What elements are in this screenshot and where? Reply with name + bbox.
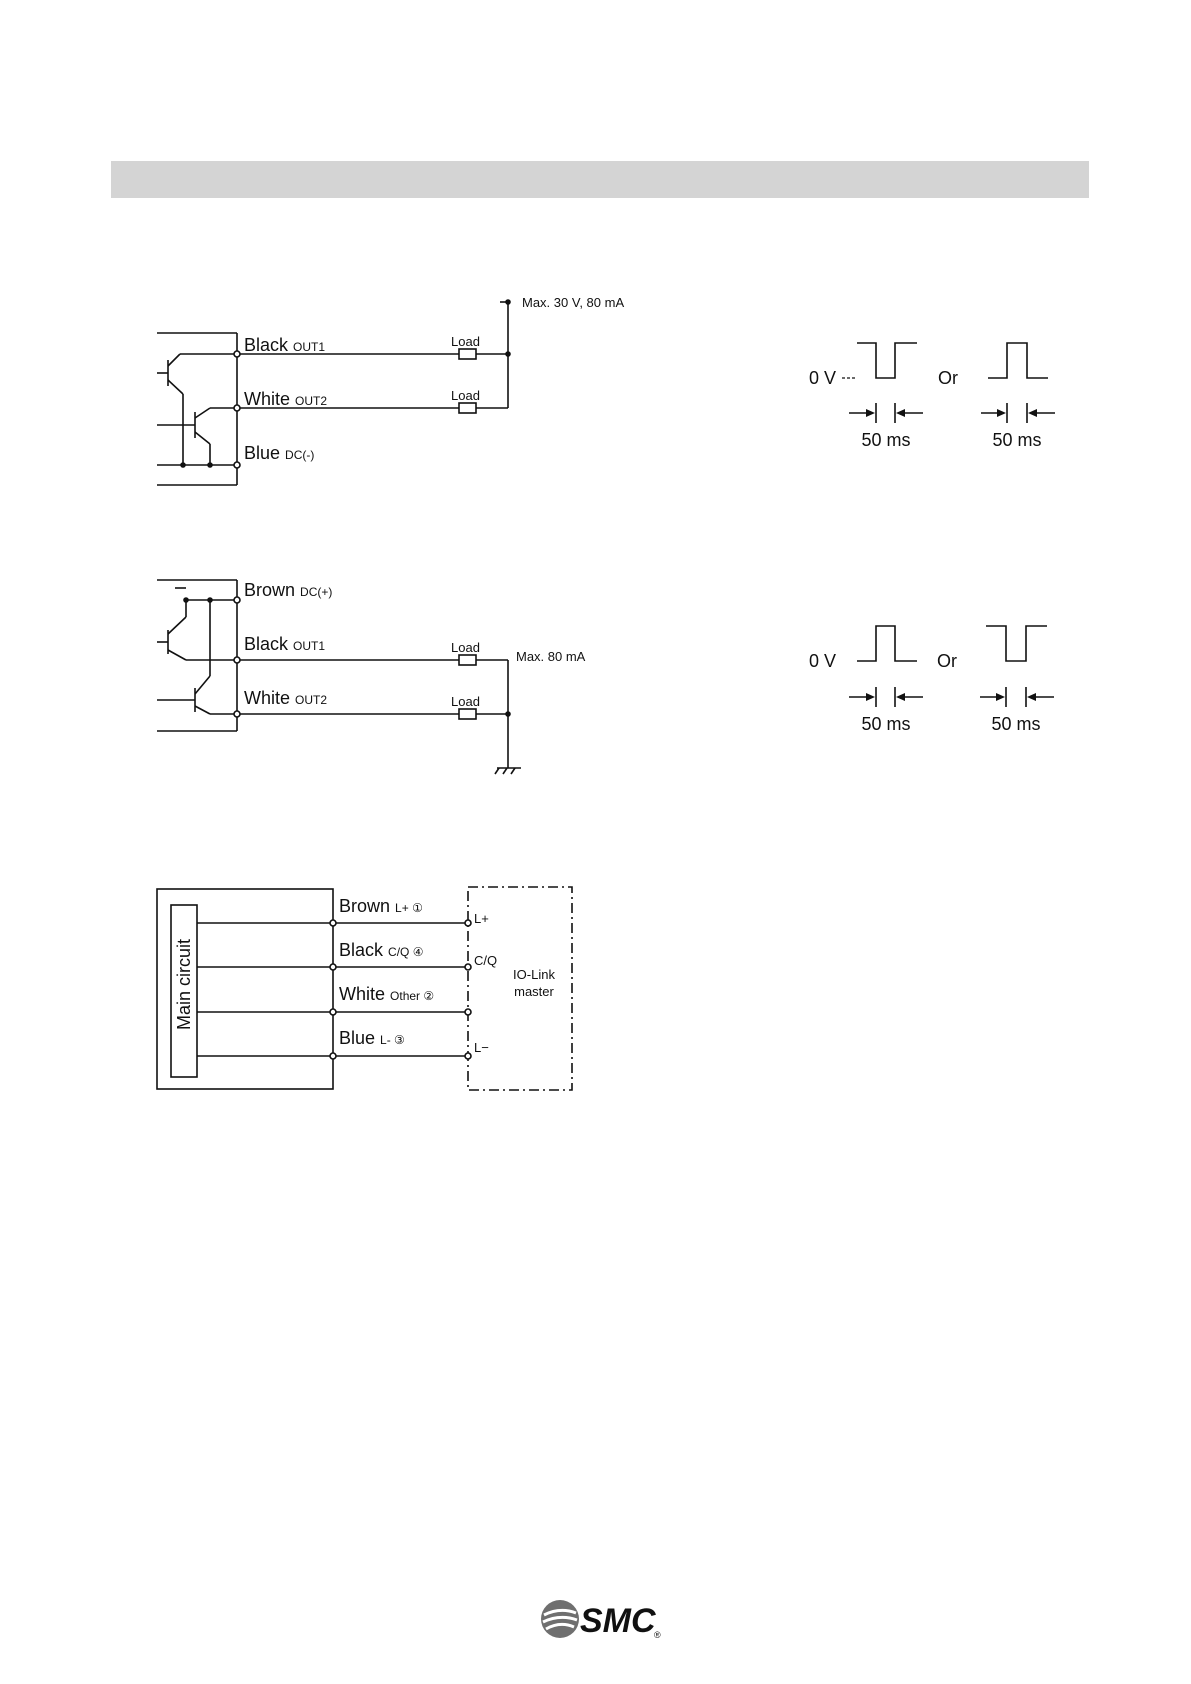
wf1-or-label: Or — [938, 368, 958, 388]
main-circuit-label: Main circuit — [174, 939, 194, 1030]
smc-swirl-icon — [541, 1600, 579, 1638]
d3-wire-brown: Brown L+ ① — [339, 896, 423, 916]
wf2-pulse-b: 50 ms — [991, 714, 1040, 734]
d3-wire-white: White Other ② — [339, 984, 434, 1004]
wf2-or-label: Or — [937, 651, 957, 671]
io-link-master-line2: master — [514, 984, 554, 999]
wf2-pulse-a: 50 ms — [861, 714, 910, 734]
d1-wire-blue: Blue DC(-) — [244, 443, 314, 463]
d3-terminal-lplus: L+ — [474, 911, 489, 926]
smc-logo-text: SMC — [580, 1602, 656, 1640]
d1-wire-white: White OUT2 — [244, 389, 327, 409]
d1-load-2: Load — [451, 388, 480, 403]
d2-load-1: Load — [451, 640, 480, 655]
wf1-pulse-b: 50 ms — [992, 430, 1041, 450]
io-link-master-line1: IO-Link — [513, 967, 555, 982]
d2-wire-brown: Brown DC(+) — [244, 580, 332, 600]
d2-load-2: Load — [451, 694, 480, 709]
d2-wire-black: Black OUT1 — [244, 634, 325, 654]
d3-wire-black: Black C/Q ④ — [339, 940, 423, 960]
wf2-zero-label: 0 V — [809, 651, 836, 671]
registered-mark: ® — [654, 1630, 661, 1640]
d3-terminal-lminus: L− — [474, 1040, 489, 1055]
d3-terminal-cq: C/Q — [474, 953, 497, 968]
wf1-pulse-a: 50 ms — [861, 430, 910, 450]
smc-logo: SMC ® — [536, 1594, 666, 1644]
d3-wire-blue: Blue L- ③ — [339, 1028, 405, 1048]
d1-wire-black: Black OUT1 — [244, 335, 325, 355]
wf1-zero-label: 0 V — [809, 368, 836, 388]
diagram-pnp — [157, 580, 521, 774]
d2-wire-white: White OUT2 — [244, 688, 327, 708]
d1-load-1: Load — [451, 334, 480, 349]
d2-supply-label: Max. 80 mA — [516, 649, 586, 664]
d1-supply-label: Max. 30 V, 80 mA — [522, 295, 624, 310]
